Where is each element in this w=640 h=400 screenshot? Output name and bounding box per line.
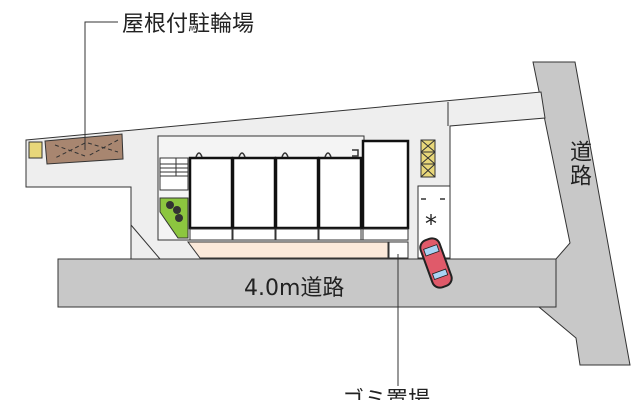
greenery xyxy=(159,197,189,239)
side-road xyxy=(532,61,631,366)
storage-box xyxy=(28,141,43,159)
building-units xyxy=(188,139,410,230)
label-side-road: 道路 xyxy=(566,140,591,188)
label-main-road: 4.0m道路 xyxy=(244,276,345,301)
parking-mark-icon: * xyxy=(425,210,437,238)
frontage-strip xyxy=(187,241,389,259)
storage-boxes xyxy=(420,139,436,178)
bicycle-shed xyxy=(44,133,124,165)
tree-icon xyxy=(166,201,183,222)
car-icon xyxy=(419,237,453,289)
label-covered-bicycle-parking: 屋根付駐輪場 xyxy=(122,12,255,37)
bike-leader-line xyxy=(84,21,118,150)
label-garbage-area: ゴミ置場 xyxy=(342,382,430,400)
stairs-icon xyxy=(159,157,189,191)
